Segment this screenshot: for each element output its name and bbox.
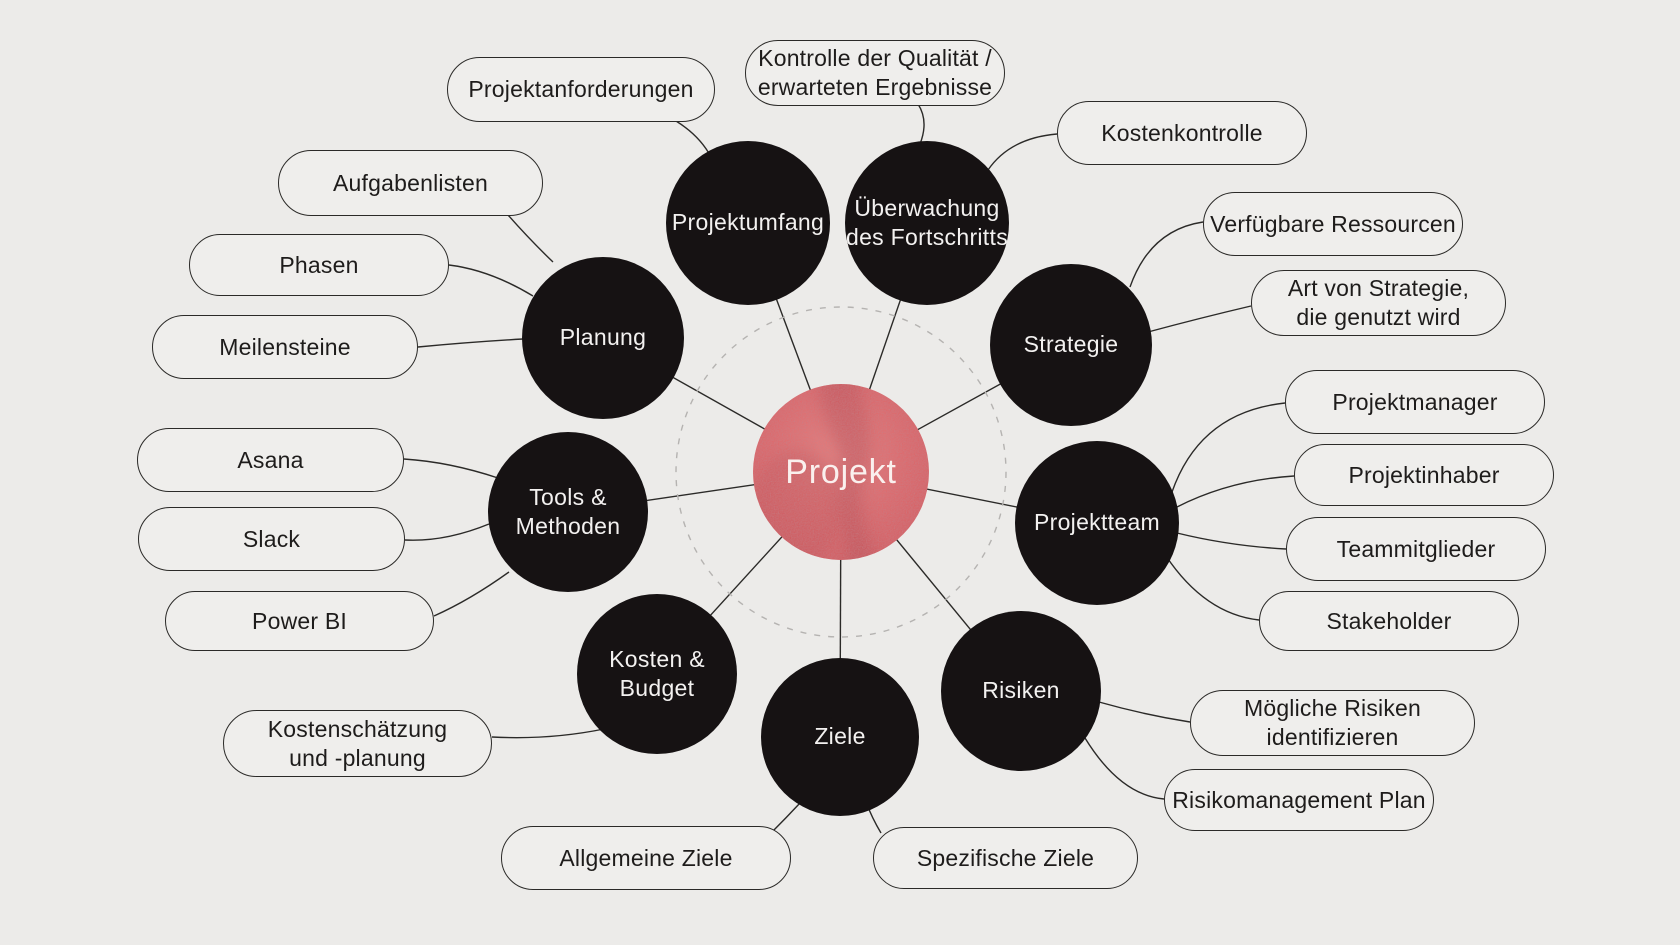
connector-moegliche-risiken [1098,701,1191,723]
pill-projektanforderungen-label: Projektanforderungen [468,76,694,103]
center-node-projekt[interactable]: Projekt [753,384,929,560]
pill-spezifische-ziele-label: Spezifische Ziele [916,844,1095,871]
pill-stakeholder-label: Stakeholder [1326,607,1452,634]
pill-power-bi[interactable]: Power BI [165,591,434,651]
pill-slack-label: Slack [242,525,301,552]
connector-kontrolle [917,103,925,145]
pill-stakeholder[interactable]: Stakeholder [1259,591,1519,651]
topic-projektumfang-label: Projektumfang [671,209,825,236]
pill-art-von-strategie[interactable]: Art von Strategie, die genutzt wird [1251,270,1506,336]
pill-meilensteine-label: Meilensteine [219,333,351,360]
pill-asana-label: Asana [237,446,304,473]
topic-risiken[interactable]: Risiken [941,611,1101,771]
pill-phasen-label: Phasen [279,251,359,278]
pill-projektmanager[interactable]: Projektmanager [1285,370,1545,434]
connector-phasen [448,264,534,297]
topic-projektumfang[interactable]: Projektumfang [666,141,830,305]
topic-tools-methoden-label: Tools & Methoden [515,483,621,539]
pill-projektmanager-label: Projektmanager [1332,388,1498,415]
pill-allgemeine-ziele[interactable]: Allgemeine Ziele [501,826,791,890]
pill-power-bi-label: Power BI [252,607,347,634]
pill-teammitglieder-label: Teammitglieder [1336,535,1496,562]
center-node-label: Projekt [785,452,897,491]
topic-projektteam-label: Projektteam [1033,509,1160,536]
pill-kostenkontrolle-label: Kostenkontrolle [1101,119,1263,146]
pill-teammitglieder[interactable]: Teammitglieder [1286,517,1546,581]
pill-verfuegbare[interactable]: Verfügbare Ressourcen [1203,192,1463,256]
connector-projektmanager [1171,402,1286,493]
pill-phasen[interactable]: Phasen [189,234,449,296]
pill-allgemeine-ziele-label: Allgemeine Ziele [559,844,733,871]
topic-strategie-label: Strategie [1023,331,1119,358]
pill-moegliche-risiken[interactable]: Mögliche Risiken identifizieren [1190,690,1475,756]
pill-aufgabenlisten[interactable]: Aufgabenlisten [278,150,543,216]
connector-teammitglieder [1176,532,1287,550]
connector-aufgabenlisten [507,214,554,263]
pill-aufgabenlisten-label: Aufgabenlisten [333,169,488,196]
topic-tools-methoden[interactable]: Tools & Methoden [488,432,648,592]
topic-strategie[interactable]: Strategie [990,264,1152,426]
connector-power-bi [433,571,510,617]
pill-risikomanagement-label: Risikomanagement Plan [1172,786,1426,813]
pill-meilensteine[interactable]: Meilensteine [152,315,418,379]
connector-meilensteine [417,338,524,348]
connector-slack [404,523,490,541]
connector-stakeholder [1165,555,1260,621]
connector-verfuegbare [1129,221,1204,288]
pill-verfuegbare-label: Verfügbare Ressourcen [1210,210,1456,237]
dashed-ring [675,306,1007,638]
topic-ueberwachung-label: Überwachung des Fortschritts [845,194,1008,250]
connector-art-von-strategie [1147,305,1252,333]
pill-art-von-strategie-label: Art von Strategie, die genutzt wird [1287,275,1470,330]
topic-ueberwachung[interactable]: Überwachung des Fortschritts [845,141,1009,305]
topic-projektteam[interactable]: Projektteam [1015,441,1179,605]
topic-kosten-budget-label: Kosten & Budget [609,645,705,701]
center-circle-graphic [753,384,929,560]
connector-risikomanagement [1084,737,1165,800]
topic-ziele[interactable]: Ziele [761,658,919,816]
topic-planung[interactable]: Planung [522,257,684,419]
pill-projektanforderungen[interactable]: Projektanforderungen [447,57,715,122]
connector-allgemeine-ziele [771,802,801,833]
topic-kosten-budget[interactable]: Kosten & Budget [577,594,737,754]
pill-kostenschaetzung[interactable]: Kostenschätzung und -planung [223,710,492,777]
pill-projektinhaber[interactable]: Projektinhaber [1294,444,1554,506]
pill-spezifische-ziele[interactable]: Spezifische Ziele [873,827,1138,889]
connector-projektinhaber [1176,475,1295,508]
connector-asana [403,458,499,479]
pill-risikomanagement[interactable]: Risikomanagement Plan [1164,769,1434,831]
connector-kostenkontrolle [987,133,1058,171]
topic-ziele-label: Ziele [814,723,866,750]
pill-moegliche-risiken-label: Mögliche Risiken identifizieren [1243,695,1422,750]
pill-slack[interactable]: Slack [138,507,405,571]
connector-kostenschaetzung [491,728,605,739]
pill-kontrolle-label: Kontrolle der Qualität / erwarteten Erge… [757,45,993,100]
pill-kostenkontrolle[interactable]: Kostenkontrolle [1057,101,1307,165]
topic-risiken-label: Risiken [982,677,1060,704]
pill-kontrolle[interactable]: Kontrolle der Qualität / erwarteten Erge… [745,40,1005,106]
pill-kostenschaetzung-label: Kostenschätzung und -planung [267,715,448,771]
pill-projektinhaber-label: Projektinhaber [1348,461,1500,488]
topic-planung-label: Planung [559,324,647,351]
pill-asana[interactable]: Asana [137,428,404,492]
